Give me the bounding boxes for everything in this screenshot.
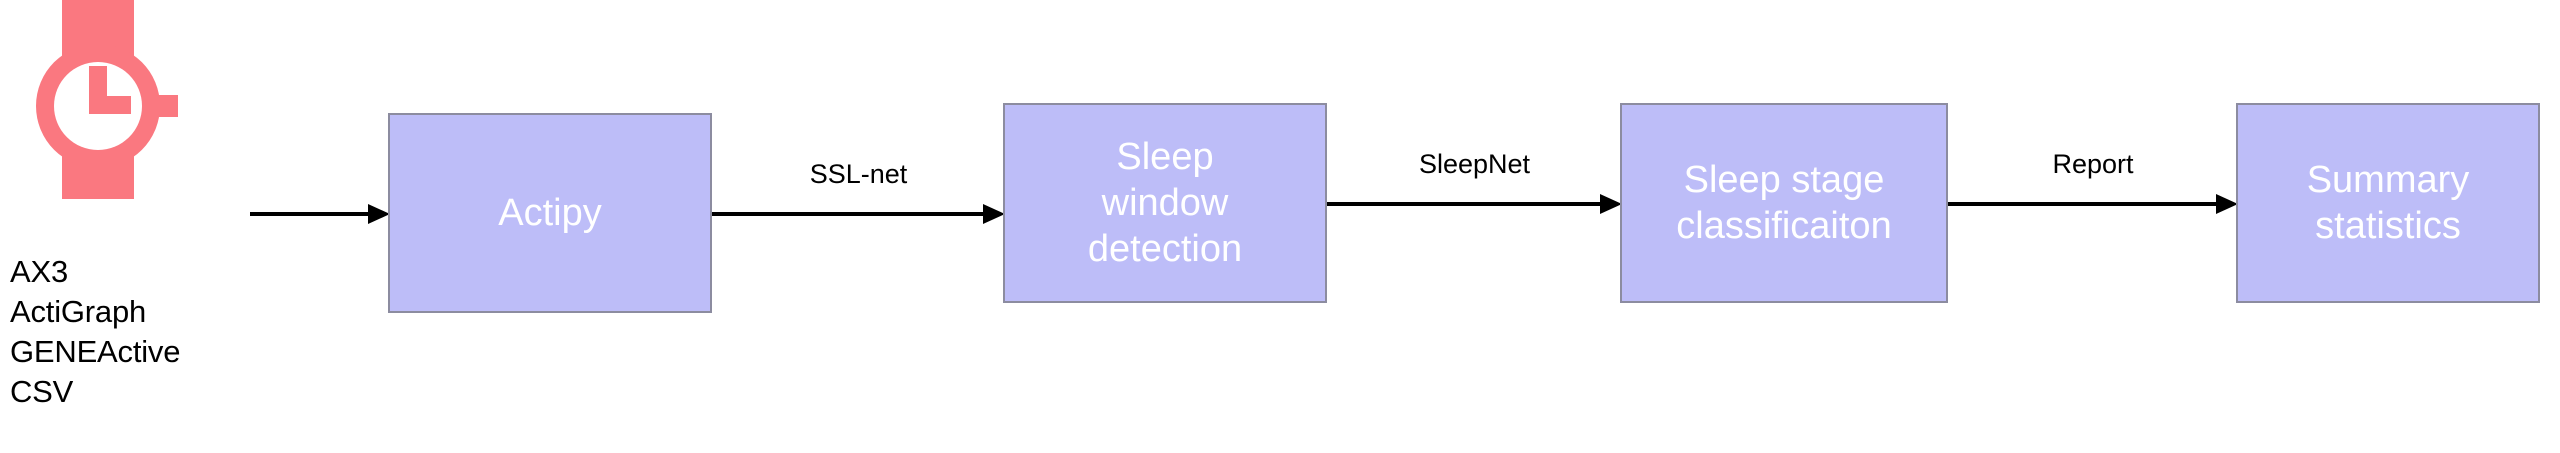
process-box-label: Summary statistics <box>2306 159 2470 247</box>
arrowhead-icon <box>1600 194 1622 214</box>
connector-sleep-stage-to-summary: Report <box>1948 146 2238 214</box>
device-format-ax3: AX3 <box>10 254 68 289</box>
connector-line <box>1327 202 1600 206</box>
process-box-label: Sleep stage classificaiton <box>1676 159 1892 247</box>
connector-source-to-actipy <box>250 156 390 224</box>
connector-line <box>1948 202 2216 206</box>
process-box-actipy[interactable]: Actipy <box>388 113 712 313</box>
connector-line <box>712 212 983 216</box>
device-format-csv: CSV <box>10 374 74 409</box>
process-box-summary-statistics[interactable]: Summary statistics <box>2236 103 2540 303</box>
device-format-geneactive: GENEActive <box>10 334 181 369</box>
connector-sleep-window-to-sleep-stage: SleepNet <box>1327 146 1622 214</box>
connector-label-sleepnet: SleepNet <box>1418 149 1531 179</box>
device-format-actigraph: ActiGraph <box>10 294 147 329</box>
device-source-group: AX3 ActiGraph GENEActive CSV <box>0 0 260 453</box>
arrowhead-icon <box>368 204 390 224</box>
arrowhead-icon <box>2216 194 2238 214</box>
arrowhead-icon <box>983 204 1005 224</box>
wristwatch-icon <box>18 0 178 206</box>
connector-actipy-to-sleep-window: SSL-net <box>712 156 1005 224</box>
process-box-label: Actipy <box>498 192 602 234</box>
process-box-label: Sleep window detection <box>1087 136 1243 270</box>
supported-device-formats: AX3 ActiGraph GENEActive CSV <box>10 252 260 412</box>
process-box-sleep-stage-classification[interactable]: Sleep stage classificaiton <box>1620 103 1948 303</box>
connector-label-ssl-net: SSL-net <box>809 159 908 189</box>
connector-line <box>250 212 368 216</box>
process-box-sleep-window-detection[interactable]: Sleep window detection <box>1003 103 1327 303</box>
connector-label-report: Report <box>2052 149 2134 179</box>
